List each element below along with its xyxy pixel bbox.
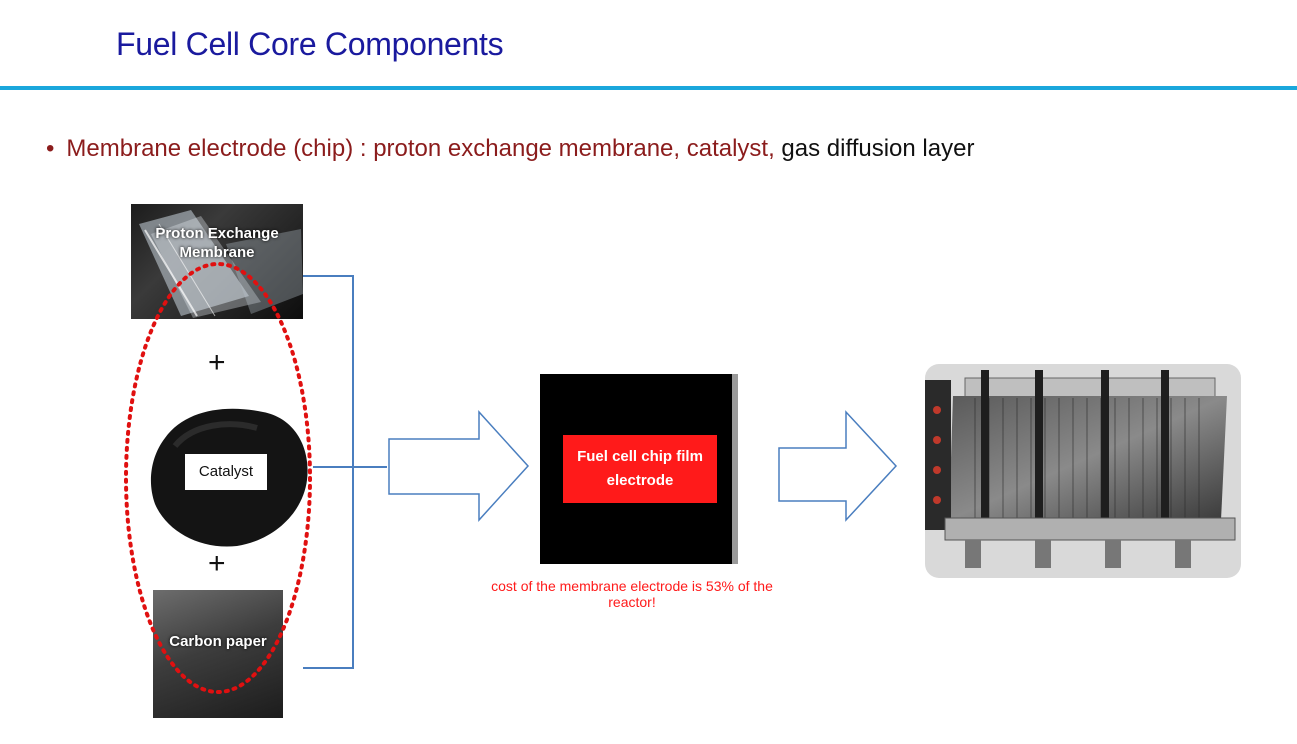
catalyst-label: Catalyst bbox=[185, 454, 267, 490]
carbon-paper-photo: Carbon paper bbox=[153, 590, 283, 718]
bullet-point: • Membrane electrode (chip) : proton exch… bbox=[46, 135, 974, 163]
title-divider bbox=[0, 86, 1297, 90]
arrow-right-icon bbox=[388, 410, 530, 522]
carbon-paper-label: Carbon paper bbox=[169, 633, 267, 650]
plus-icon: + bbox=[208, 346, 226, 379]
chip-image-edge bbox=[732, 374, 738, 564]
cost-note: cost of the membrane electrode is 53% of… bbox=[491, 578, 773, 610]
slide-title: Fuel Cell Core Components bbox=[116, 26, 504, 62]
bullet-highlighted-text: Membrane electrode (chip) : proton excha… bbox=[66, 135, 775, 162]
chip-label: Fuel cell chip film electrode bbox=[563, 435, 717, 503]
arrow-right-icon bbox=[778, 410, 898, 522]
component-bracket bbox=[303, 275, 387, 669]
bullet-dot-icon: • bbox=[46, 135, 55, 162]
fuel-cell-stack-photo bbox=[925, 364, 1241, 578]
membrane-electrode-ellipse bbox=[124, 262, 312, 694]
plus-icon: + bbox=[208, 547, 226, 580]
membrane-label: Proton Exchange Membrane bbox=[155, 225, 279, 261]
bullet-plain-text: gas diffusion layer bbox=[774, 135, 975, 162]
